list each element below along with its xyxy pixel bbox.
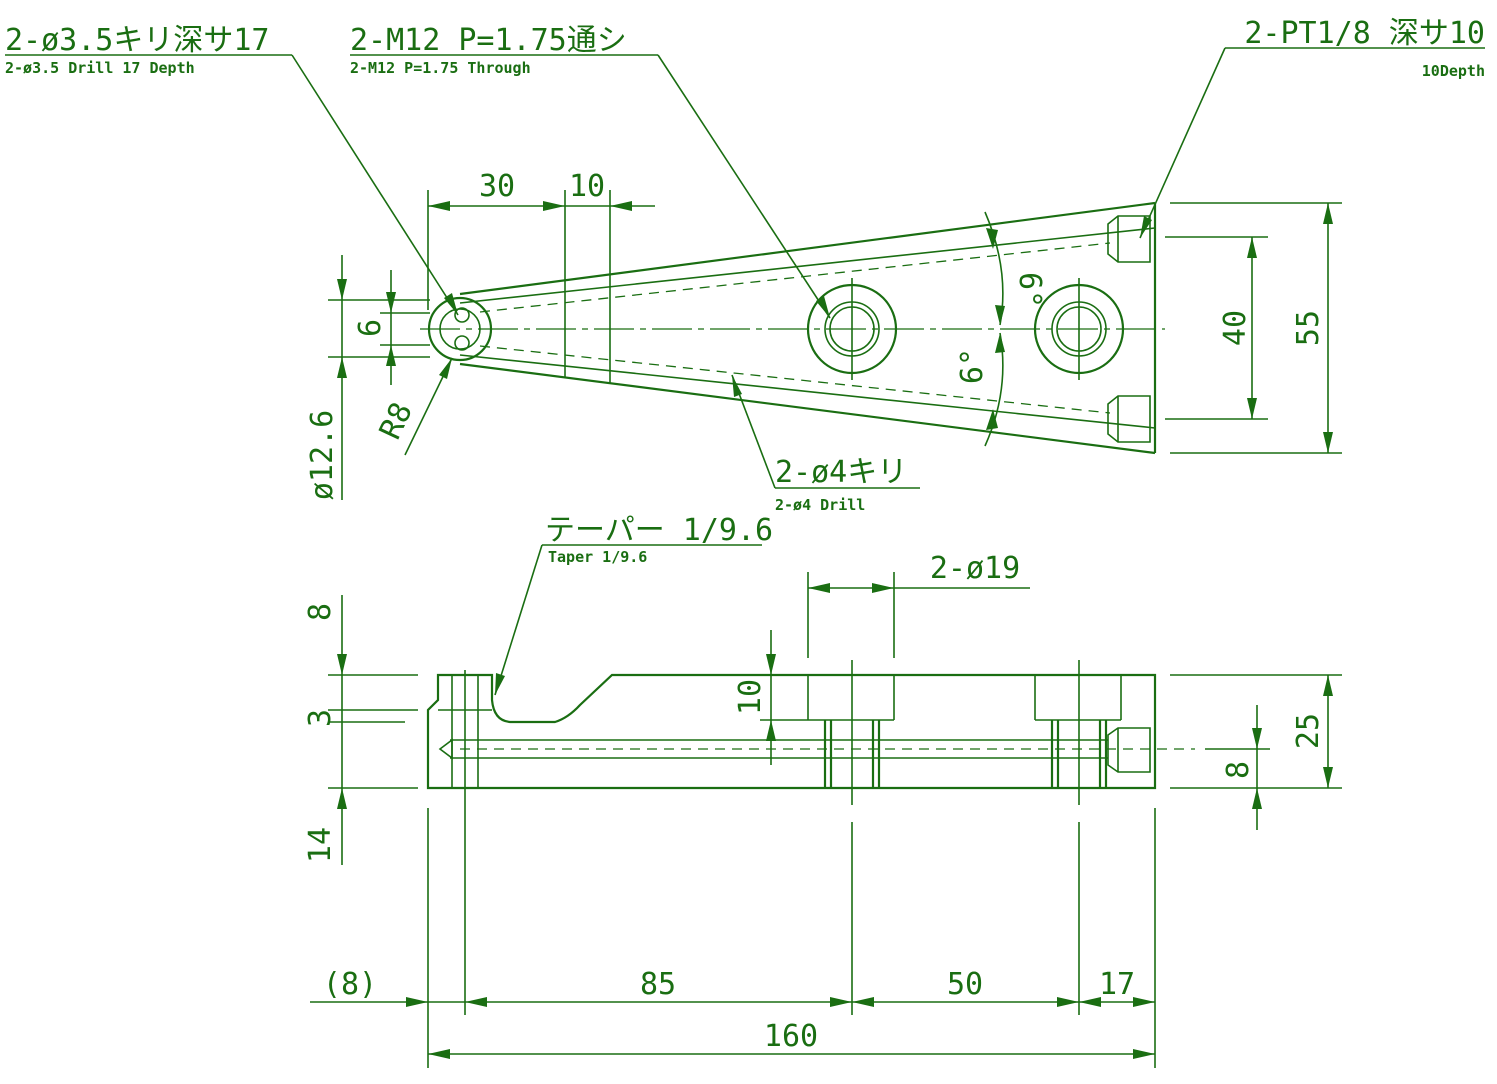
label-m12-jp: 2-M12 P=1.75通シ xyxy=(350,23,627,58)
label-taper-en: Taper 1/9.6 xyxy=(548,548,647,566)
label-drill-3-5-jp: 2-ø3.5キリ深サ17 xyxy=(5,23,270,58)
dim-10-top: 10 xyxy=(569,169,605,204)
side-view: 2-ø19 テーパー 1/9.6 Taper 1/9.6 8 3 14 10 2… xyxy=(303,513,1342,1068)
dim-6: 6 xyxy=(353,319,388,337)
dim-160: 160 xyxy=(764,1019,818,1054)
label-drill-4-jp: 2-ø4キリ xyxy=(775,455,907,490)
dim-14: 14 xyxy=(303,827,338,863)
dim-25: 25 xyxy=(1291,713,1326,749)
label-pt-en: 10Depth xyxy=(1422,62,1485,80)
dim-30: 30 xyxy=(479,169,515,204)
dim-dia-12-6: ø12.6 xyxy=(305,410,340,500)
dim-40: 40 xyxy=(1218,310,1253,346)
angle-6-upper: 6° xyxy=(1012,272,1047,308)
label-pt-jp: 2-PT1/8 深サ10 xyxy=(1244,16,1485,51)
label-drill-4-en: 2-ø4 Drill xyxy=(775,496,865,514)
dim-8-ref: (8) xyxy=(323,967,377,1002)
dim-85: 85 xyxy=(640,967,676,1002)
angle-6-lower: 6° xyxy=(955,348,990,384)
dim-10-side: 10 xyxy=(733,679,768,715)
dim-50: 50 xyxy=(947,967,983,1002)
dim-8-side: 8 xyxy=(303,603,338,621)
dim-55: 55 xyxy=(1291,310,1326,346)
label-drill-3-5-en: 2-ø3.5 Drill 17 Depth xyxy=(5,59,195,77)
dim-17: 17 xyxy=(1099,967,1135,1002)
dim-cbore-19: 2-ø19 xyxy=(930,551,1020,586)
plan-view: 30 10 6 ø12.6 R8 6° 6° xyxy=(5,16,1485,514)
dim-8-right: 8 xyxy=(1221,761,1256,779)
label-taper-jp: テーパー 1/9.6 xyxy=(545,513,773,548)
label-m12-en: 2-M12 P=1.75 Through xyxy=(350,59,531,77)
dim-3: 3 xyxy=(303,709,338,727)
